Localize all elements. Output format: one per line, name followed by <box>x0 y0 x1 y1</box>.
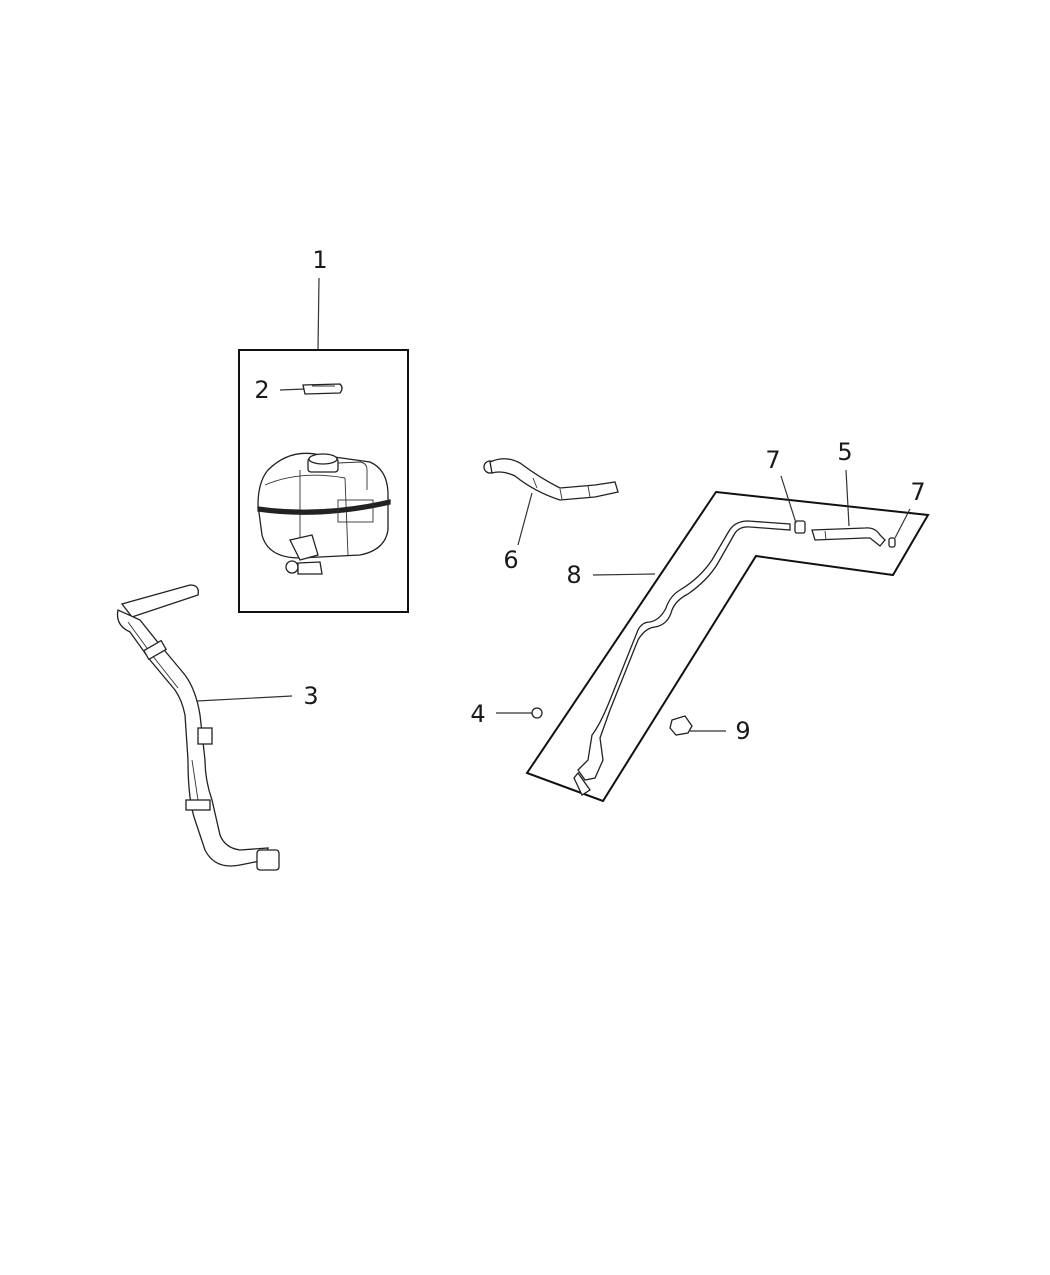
hose-5-icon <box>811 527 886 547</box>
callout-7-right: 7 <box>910 478 925 506</box>
reservoir-cap-icon <box>302 383 343 395</box>
callout-6: 6 <box>503 546 518 574</box>
nut-icon <box>531 707 543 719</box>
reservoir-assembly-frame <box>238 349 409 613</box>
leader-line-1 <box>317 277 320 351</box>
leader-line-7-left <box>780 475 797 524</box>
coolant-reservoir-icon <box>257 452 391 575</box>
callout-2: 2 <box>254 376 269 404</box>
callout-4: 4 <box>470 700 485 728</box>
leader-line-2 <box>279 388 306 391</box>
clip-icon <box>669 715 693 736</box>
leader-line-3 <box>196 695 293 702</box>
leader-line-5 <box>845 469 850 527</box>
callout-8: 8 <box>566 561 581 589</box>
leader-line-8 <box>592 573 656 576</box>
callout-7-left: 7 <box>765 446 780 474</box>
callout-9: 9 <box>735 717 750 745</box>
leader-line-6 <box>517 492 533 546</box>
leader-line-7-right <box>894 508 911 539</box>
tube-assembly-icon <box>573 520 806 796</box>
hose-6-icon <box>483 458 619 501</box>
tube-assembly-frame <box>525 490 930 803</box>
callout-5: 5 <box>837 438 852 466</box>
clamp-7-icon <box>888 537 896 548</box>
callout-3: 3 <box>303 682 318 710</box>
callout-1: 1 <box>312 246 327 274</box>
coolant-hose-icon <box>116 584 280 871</box>
